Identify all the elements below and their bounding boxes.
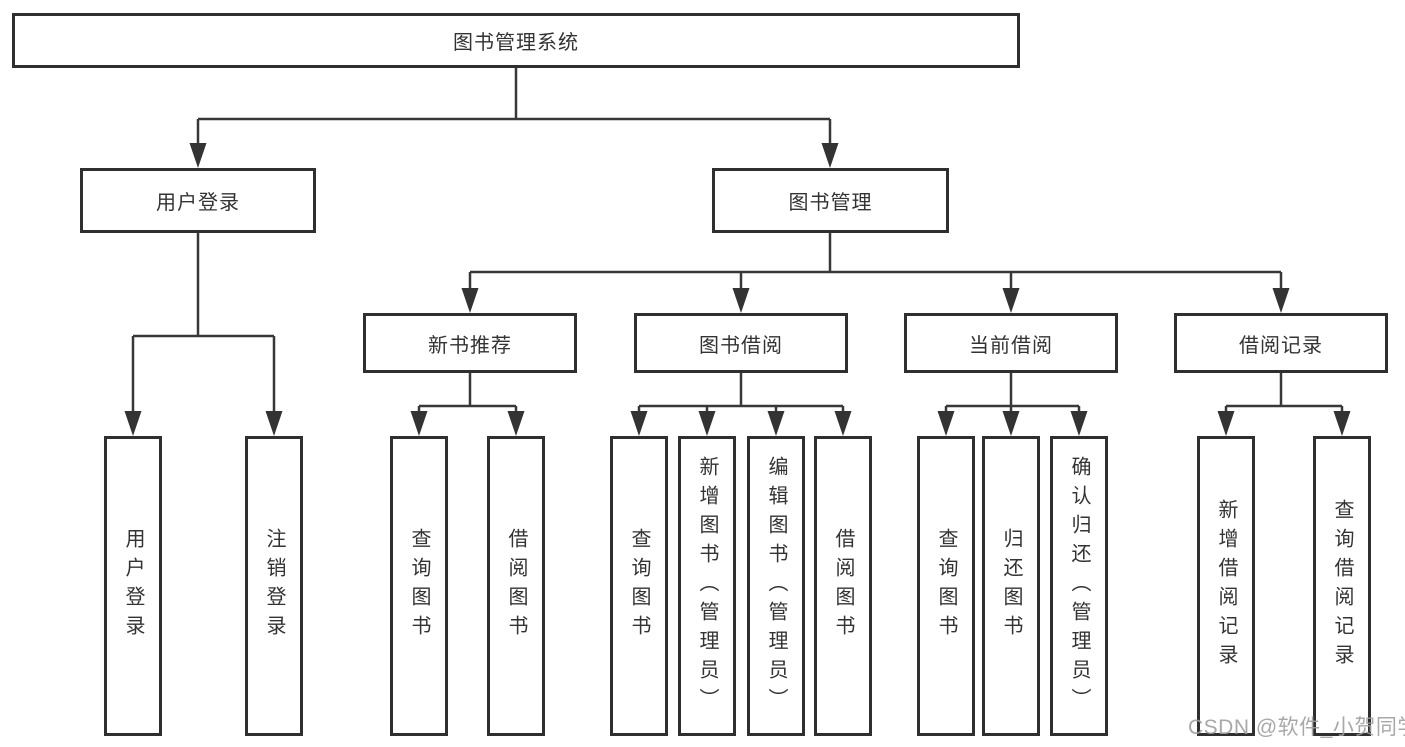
node-bb-query-books: 查询图书 (610, 436, 668, 736)
node-rec-query-books: 查询图书 (390, 436, 448, 736)
arrowhead-icon (732, 288, 750, 313)
connector-book-borrowing-children (637, 373, 845, 418)
arrowhead-icon (1002, 288, 1020, 313)
connector-user-login-children (131, 233, 276, 416)
connector-new-book-recommend-children (417, 373, 518, 418)
arrowhead-icon (834, 411, 852, 436)
node-leaf-user-login: 用户登录 (104, 436, 162, 736)
connector-root-to-level2 (196, 68, 832, 148)
node-user-login: 用户登录 (80, 168, 316, 233)
arrowhead-icon (410, 411, 428, 436)
arrowhead-icon (937, 411, 955, 436)
node-rec-borrow-books: 借阅图书 (487, 436, 545, 736)
arrowhead-icon (821, 143, 839, 168)
node-bb-borrow-books: 借阅图书 (814, 436, 872, 736)
arrowhead-icon (1002, 411, 1020, 436)
arrowhead-icon (767, 411, 785, 436)
arrowhead-icon (189, 143, 207, 168)
arrowhead-icon (124, 411, 142, 436)
node-book-management: 图书管理 (712, 168, 949, 233)
connector-book-management-children (468, 233, 1283, 293)
arrowhead-icon (461, 288, 479, 313)
node-cb-return-books: 归还图书 (982, 436, 1040, 736)
node-book-borrowing: 图书借阅 (634, 313, 848, 373)
arrowhead-icon (1070, 411, 1088, 436)
arrowhead-icon (1272, 288, 1290, 313)
arrowhead-icon (1217, 411, 1235, 436)
node-bb-edit-books-admin: 编辑图书（管理员） (747, 436, 805, 736)
node-cb-confirm-return-admin: 确认归还（管理员） (1050, 436, 1108, 736)
node-current-borrowing: 当前借阅 (904, 313, 1118, 373)
arrowhead-icon (630, 411, 648, 436)
node-book-management-system: 图书管理系统 (12, 13, 1020, 68)
arrowhead-icon (698, 411, 716, 436)
node-new-book-recommend: 新书推荐 (363, 313, 577, 373)
arrowhead-icon (265, 411, 283, 436)
node-borrowing-records: 借阅记录 (1174, 313, 1388, 373)
node-cb-query-books: 查询图书 (917, 436, 975, 736)
node-leaf-logout: 注销登录 (245, 436, 303, 736)
watermark-text: CSDN @软件_小贺同学 (1188, 716, 1405, 739)
arrowhead-icon (507, 411, 525, 436)
node-br-query-record: 查询借阅记录 (1313, 436, 1371, 736)
node-br-add-record: 新增借阅记录 (1197, 436, 1255, 736)
arrowhead-icon (1333, 411, 1351, 436)
node-bb-add-books-admin: 新增图书（管理员） (678, 436, 736, 736)
connector-borrowing-records-children (1224, 373, 1344, 418)
